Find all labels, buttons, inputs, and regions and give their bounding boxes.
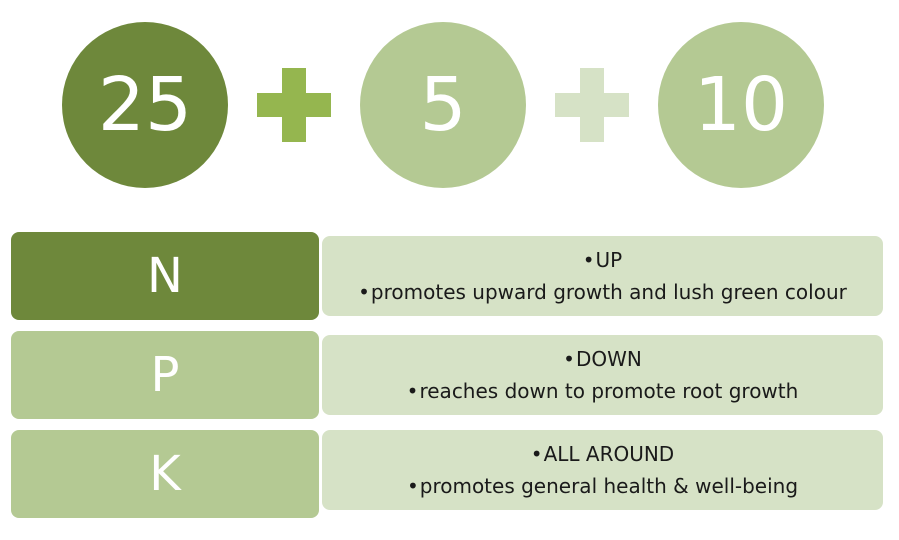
nutrient-description-line: •promotes general health & well-being [406, 474, 799, 498]
nutrient-description-line: •promotes upward growth and lush green c… [358, 280, 847, 304]
n-value-circle: 25 [62, 22, 228, 188]
k-value: 10 [693, 62, 789, 148]
nutrient-letter-box: N [11, 232, 319, 320]
n-value: 25 [97, 62, 193, 148]
nutrient-title-line: •UP [582, 248, 623, 272]
nutrient-letter-box: K [11, 430, 319, 518]
nutrient-letter: N [147, 248, 183, 304]
nutrient-letter-box: P [11, 331, 319, 419]
nutrient-title: ALL AROUND [543, 442, 675, 466]
plus-icon [555, 68, 629, 142]
k-value-circle: 10 [658, 22, 824, 188]
nutrient-description-box: •DOWN •reaches down to promote root grow… [322, 335, 883, 415]
nutrient-title: UP [595, 248, 623, 272]
p-value: 5 [419, 62, 467, 148]
nutrient-description-box: •UP •promotes upward growth and lush gre… [322, 236, 883, 316]
plus-icon [257, 68, 331, 142]
nutrient-letter: P [150, 347, 180, 403]
nutrient-title-line: •DOWN [563, 347, 642, 371]
p-value-circle: 5 [360, 22, 526, 188]
nutrient-letter: K [149, 446, 181, 502]
nutrient-title-line: •ALL AROUND [530, 442, 675, 466]
nutrient-title: DOWN [575, 347, 642, 371]
nutrient-description-line: •reaches down to promote root growth [406, 379, 799, 403]
nutrient-description: promotes general health & well-being [419, 474, 799, 498]
nutrient-description-box: •ALL AROUND •promotes general health & w… [322, 430, 883, 510]
nutrient-description: reaches down to promote root growth [419, 379, 799, 403]
nutrient-description: promotes upward growth and lush green co… [370, 280, 847, 304]
